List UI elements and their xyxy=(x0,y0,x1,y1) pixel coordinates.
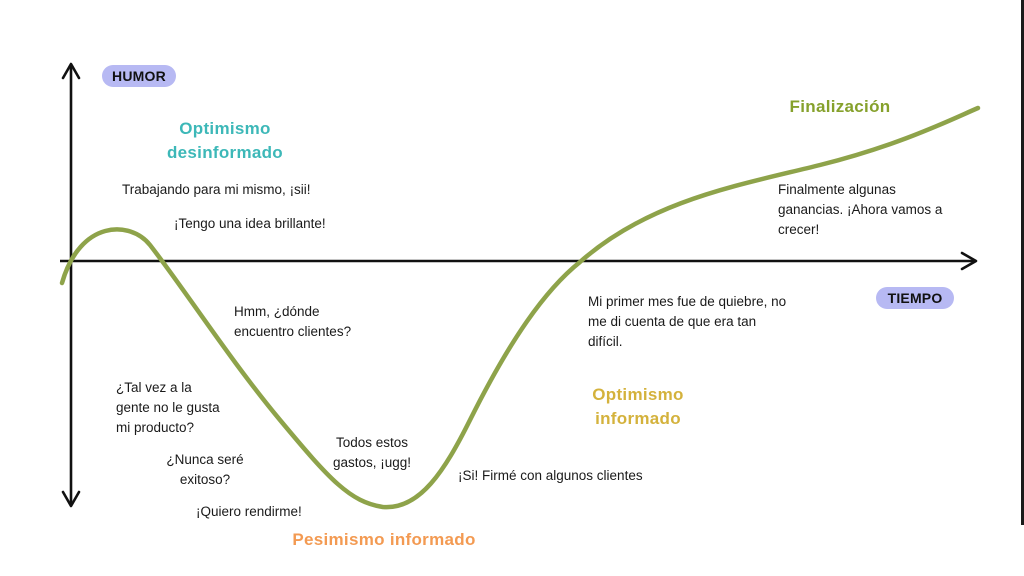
y-axis-arrow-bottom xyxy=(61,490,81,508)
note-profits: Finalmente algunas ganancias. ¡Ahora vam… xyxy=(778,182,943,237)
stage-uninformed-optimism: Optimismo desinformado xyxy=(166,119,283,162)
note-signed-clients: ¡Si! Firmé con algunos clientes xyxy=(458,468,643,483)
note-first-month: Mi primer mes fue de quiebre, no me di c… xyxy=(588,294,787,349)
stage-informed-optimism: Optimismo informado xyxy=(592,385,684,428)
note-self-employed: Trabajando para mi mismo, ¡sii! xyxy=(122,182,311,197)
note-give-up: ¡Quiero rendirme! xyxy=(196,504,302,519)
note-never-successful: ¿Nunca seré exitoso? xyxy=(166,452,244,487)
tiempo-axis-label: TIEMPO xyxy=(876,287,954,309)
mood-curve xyxy=(59,105,981,510)
note-brilliant-idea: ¡Tengo una idea brillante! xyxy=(174,216,326,231)
stage-informed-pessimism: Pesimismo informado xyxy=(292,530,476,549)
y-axis-arrow-top xyxy=(61,62,81,80)
note-product-doubt: ¿Tal vez a la gente no le gusta mi produ… xyxy=(116,380,220,435)
stage-completion: Finalización xyxy=(789,97,891,116)
note-find-clients: Hmm, ¿dónde encuentro clientes? xyxy=(234,304,352,339)
x-axis-arrow-right xyxy=(960,251,978,271)
note-expenses: Todos estos gastos, ¡ugg! xyxy=(332,435,412,470)
right-edge-border xyxy=(1021,0,1024,525)
humor-axis-label: HUMOR xyxy=(102,65,176,87)
